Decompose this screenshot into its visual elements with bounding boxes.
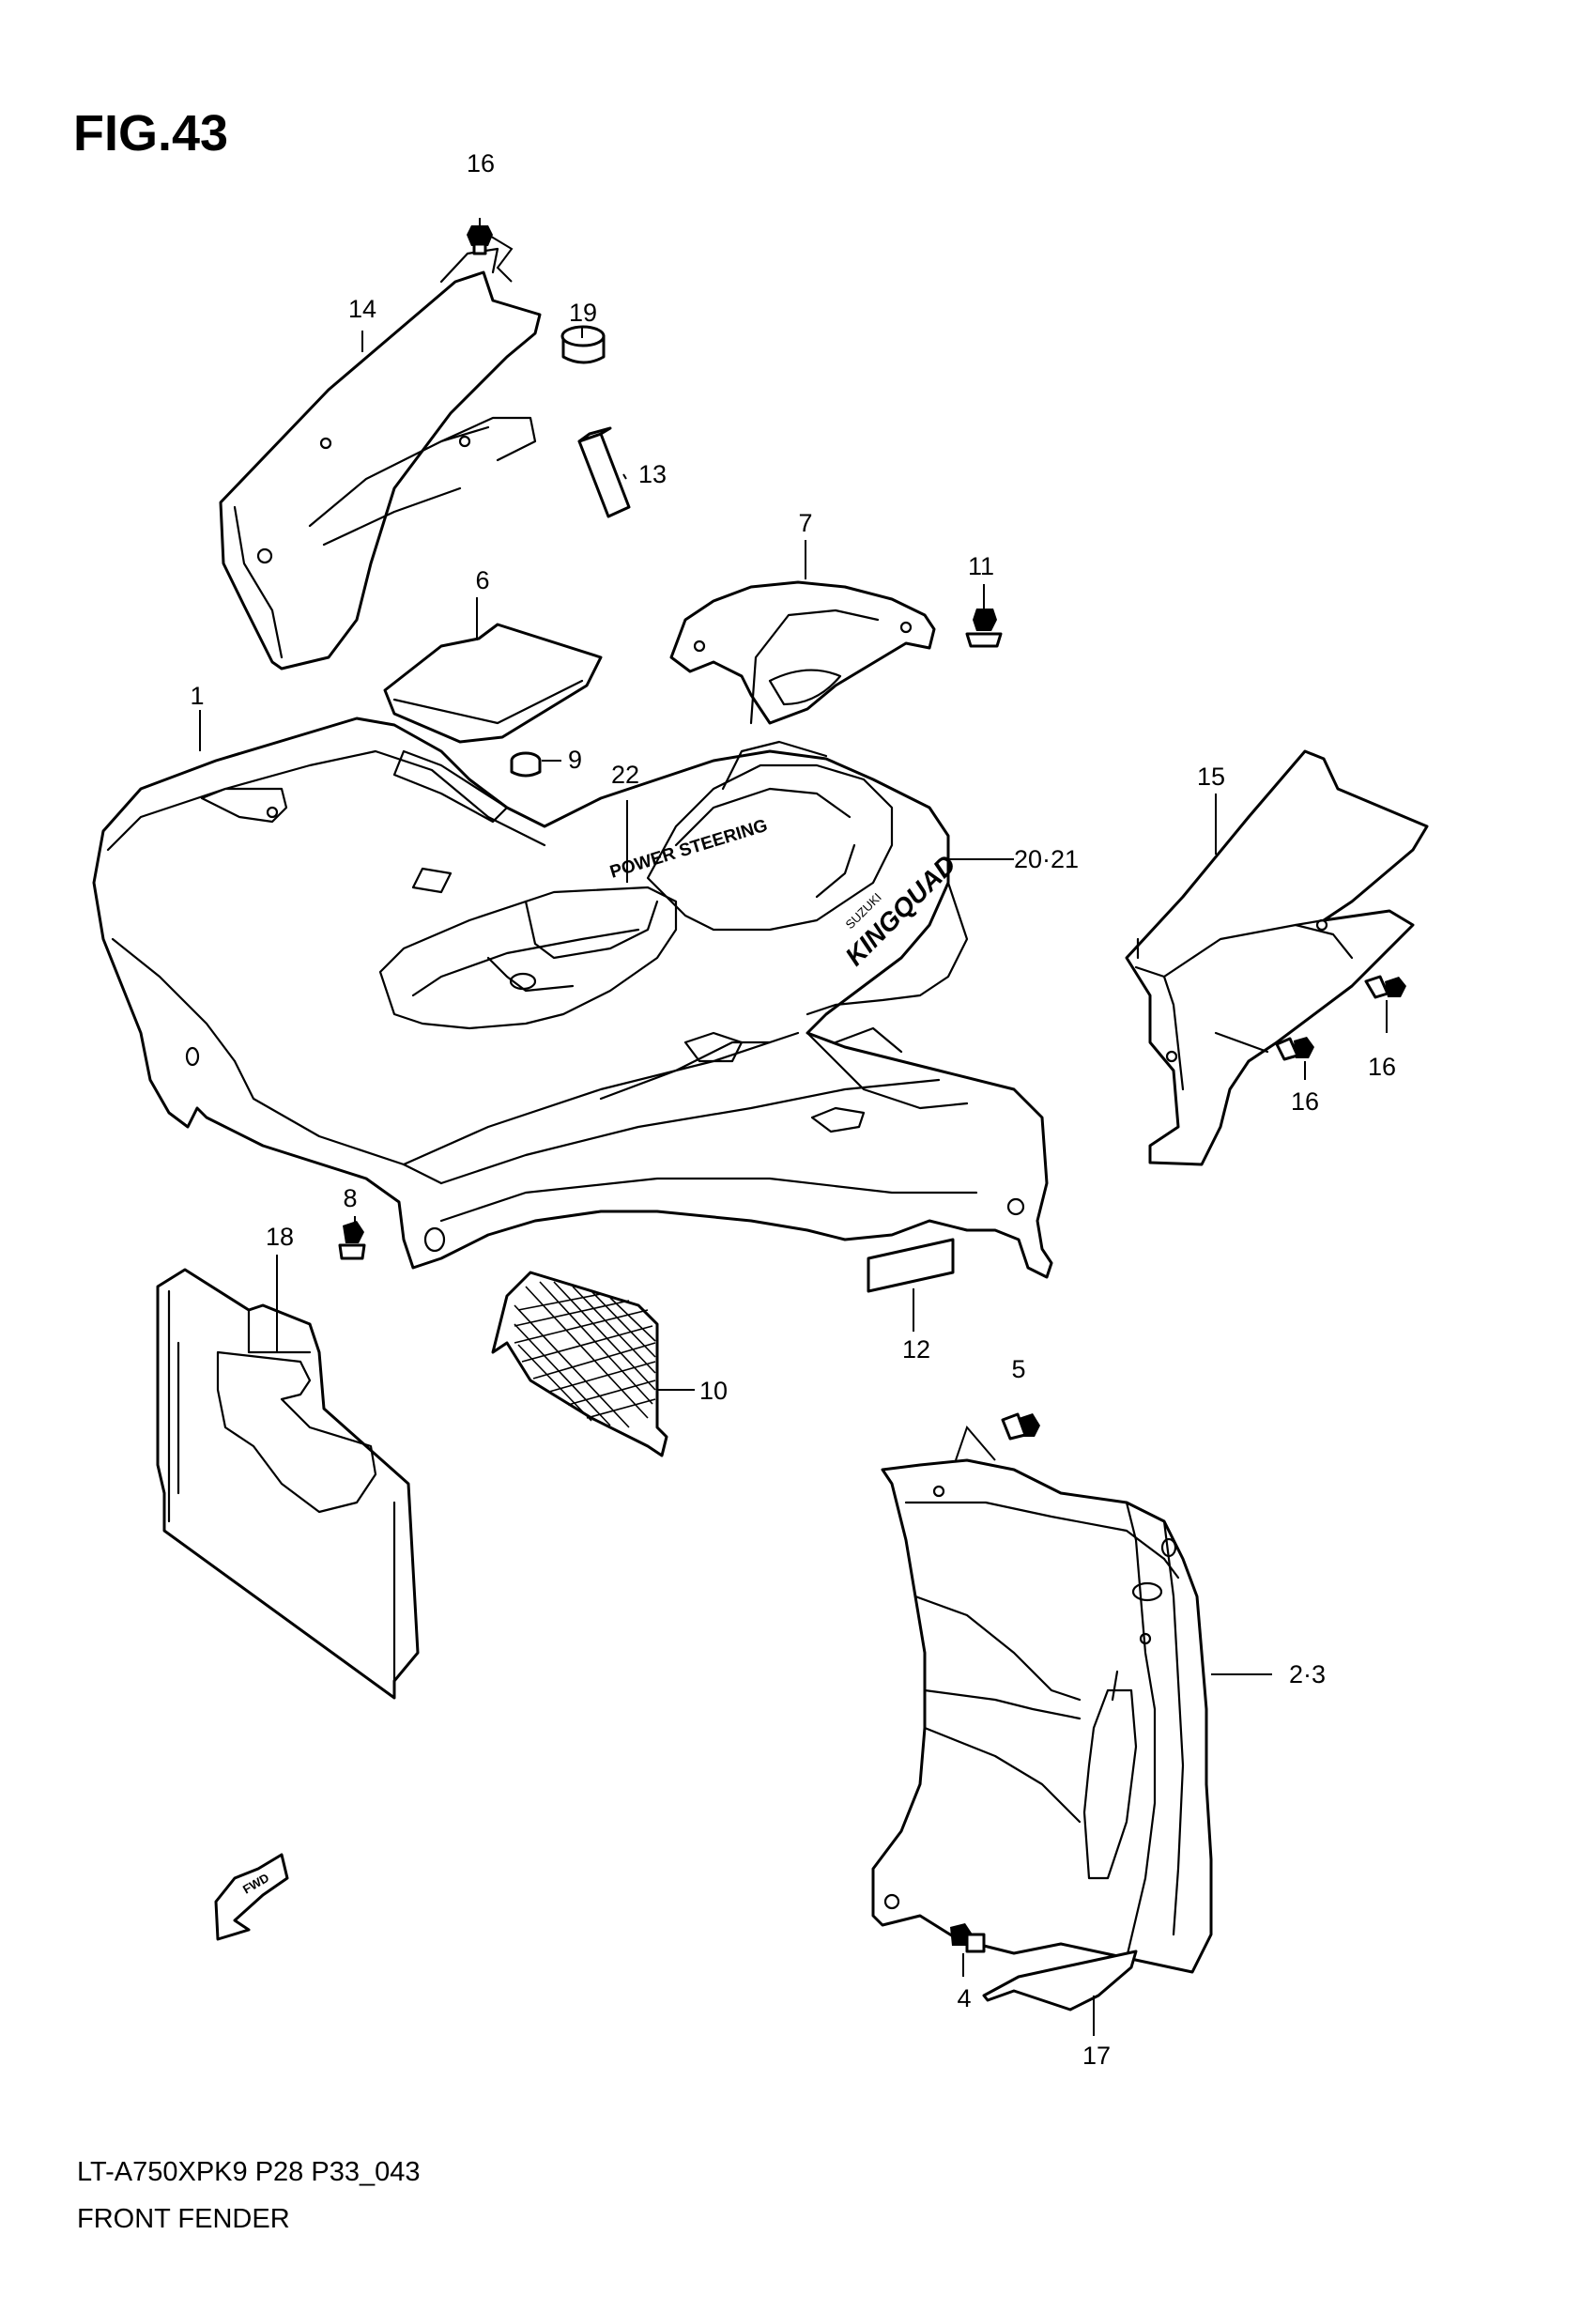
part-2-3-inner-fender[interactable] [871,1458,1213,1974]
callout-16-top: 16 [467,149,495,177]
callout-18: 18 [266,1223,294,1251]
part-16-bolt-right-a[interactable] [1364,975,1406,999]
leader-lines [199,218,1388,2036]
callout-4: 4 [957,1984,971,2012]
part-17-seal[interactable] [982,1950,1138,2011]
callout-16-right-b: 16 [1291,1087,1319,1116]
callout-11: 11 [968,552,994,580]
callout-15: 15 [1197,763,1225,791]
callout-1: 1 [190,682,204,710]
part-5-bolt[interactable] [955,1412,1040,1503]
callout-12: 12 [902,1335,930,1364]
model-code: LT-A750XPK9 P28 P33_043 [77,2157,420,2187]
part-6-lid[interactable] [383,623,603,744]
part-15-right-side-panel[interactable] [1125,749,1429,1166]
part-11-clip[interactable] [965,609,1003,648]
callout-7: 7 [798,509,812,537]
callout-14: 14 [348,295,376,323]
callout-13: 13 [638,460,667,488]
mesh-hatching [514,1281,656,1428]
part-13-cushion[interactable] [577,426,631,518]
part-18-inner-panel[interactable] [156,1268,420,1700]
part-4-bolt[interactable] [950,1923,986,1953]
callout-2-3: 2·3 [1289,1660,1326,1688]
callout-5: 5 [1011,1355,1025,1383]
part-8-bolt[interactable] [338,1221,366,1260]
callout-8: 8 [343,1184,357,1212]
callout-16-right-a: 16 [1368,1053,1396,1081]
part-16-bolt-top[interactable] [467,225,514,283]
figure-title: FIG.43 [73,105,228,162]
callout-19: 19 [569,299,597,327]
callout-6: 6 [475,566,489,594]
callout-20-21: 20·21 [1014,845,1079,873]
callout-10: 10 [699,1377,728,1405]
callout-9: 9 [568,746,582,774]
fwd-arrow-icon: FWD [214,1853,289,1941]
part-9-cushion[interactable] [510,751,542,778]
part-10-mesh-screen[interactable] [491,1271,668,1457]
part-12-strip[interactable] [867,1238,955,1293]
part-16-bolt-right-b[interactable] [1275,1037,1314,1061]
callout-17: 17 [1082,2042,1111,2070]
part-1-front-fender[interactable]: POWER STEERING KINGQUAD SUZUKI [92,717,1053,1279]
section-name: FRONT FENDER [77,2204,290,2234]
part-7-cover[interactable] [669,580,936,725]
part-14-left-side-panel[interactable] [219,247,542,670]
callout-22: 22 [611,761,639,789]
